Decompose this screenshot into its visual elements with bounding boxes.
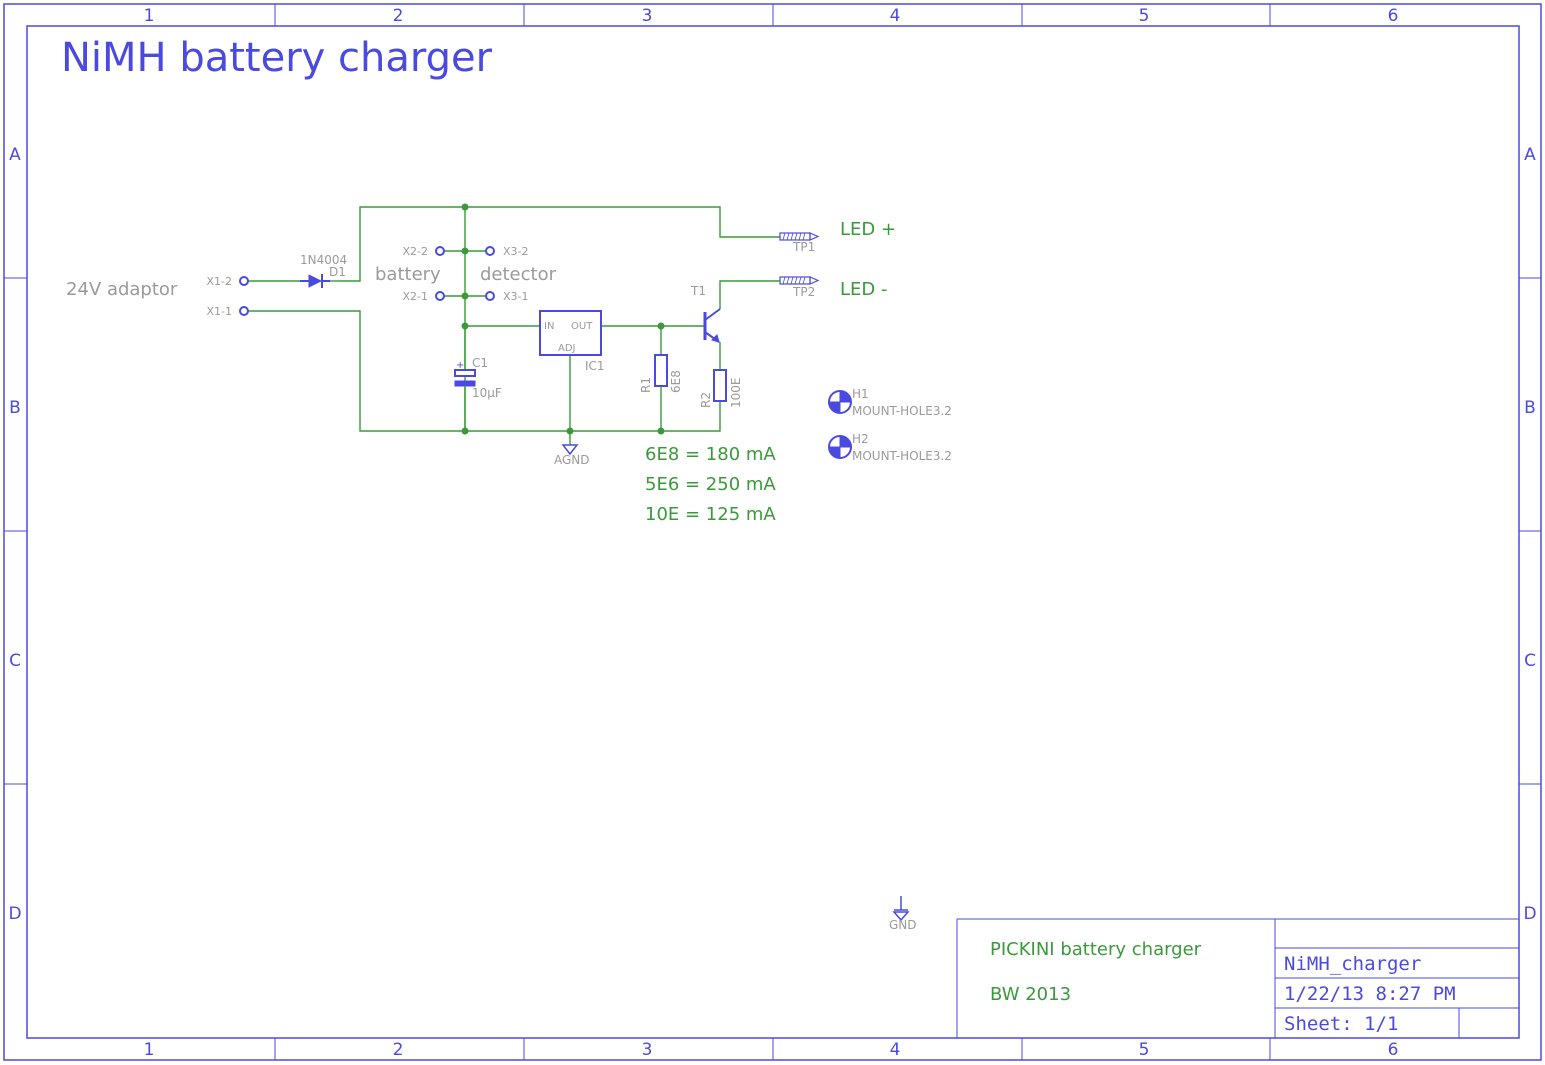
ic1-adj-pin-label: ADJ <box>558 343 576 354</box>
x3-1-pin-icon[interactable] <box>485 291 495 301</box>
c1-name-label: C1 <box>472 356 488 370</box>
title-block-filename: NiMH_charger <box>1284 953 1421 975</box>
ground-icon <box>892 911 910 922</box>
d1-name-label: D1 <box>329 265 346 279</box>
title-block: PICKINI battery charger BW 2013 NiMH_cha… <box>956 918 1519 1038</box>
ic1-out-pin-label: OUT <box>571 321 593 332</box>
capacitor-c1[interactable]: + C1 10µF <box>454 356 502 431</box>
col-label-top-3: 3 <box>642 6 653 26</box>
title-block-author: BW 2013 <box>990 984 1071 1005</box>
note-line: 6E8 = 180 mA <box>645 444 776 465</box>
col-label-bottom-2: 2 <box>393 1040 404 1060</box>
resistor-r1[interactable]: R1 6E8 <box>639 354 683 393</box>
x1-1-label: X1-1 <box>206 305 232 318</box>
col-label-top-5: 5 <box>1139 6 1150 26</box>
diode-d1[interactable]: 1N4004 D1 <box>300 253 347 288</box>
r1-value-label: 6E8 <box>669 370 683 393</box>
h2-value-label: MOUNT-HOLE3.2 <box>852 449 952 463</box>
agnd-symbol: AGND <box>554 444 590 467</box>
mount-hole-h1[interactable]: H1 MOUNT-HOLE3.2 <box>828 387 952 418</box>
agnd-label: AGND <box>554 453 590 467</box>
led-plus-label: LED + <box>840 219 896 240</box>
row-label-right-b: B <box>1524 398 1536 418</box>
gnd-symbol: GND <box>889 896 917 932</box>
row-label-right-d: D <box>1523 904 1536 924</box>
note-line: 10E = 125 mA <box>645 504 776 525</box>
mount-hole-h2[interactable]: H2 MOUNT-HOLE3.2 <box>828 432 952 463</box>
t1-name-label: T1 <box>690 284 706 298</box>
title-block-date: 1/22/13 8:27 PM <box>1284 983 1456 1005</box>
row-label-left-c: C <box>9 651 21 671</box>
x3-2-pin-icon[interactable] <box>485 246 495 256</box>
row-label-right-a: A <box>1524 145 1536 165</box>
h1-value-label: MOUNT-HOLE3.2 <box>852 404 952 418</box>
led-minus-label: LED - <box>840 279 887 300</box>
current-notes: 6E8 = 180 mA 5E6 = 250 mA 10E = 125 mA <box>645 444 776 525</box>
x1-2-label: X1-2 <box>206 275 232 288</box>
tp2-name-label: TP2 <box>792 285 815 299</box>
detector-label: detector <box>480 264 557 285</box>
col-label-bottom-6: 6 <box>1388 1040 1399 1060</box>
test-point-tp2[interactable]: TP2 <box>779 276 820 299</box>
title-block-project: PICKINI battery charger <box>990 939 1202 960</box>
gnd-label: GND <box>889 918 917 932</box>
ground-icon <box>561 444 579 456</box>
frame-row-labels: A B C D A B C D <box>8 145 1536 924</box>
wires <box>245 206 780 445</box>
resistor-r2[interactable]: R2 100E <box>699 369 743 409</box>
col-label-top-1: 1 <box>144 6 155 26</box>
resistor-icon <box>654 354 668 387</box>
x2-1-label: X2-1 <box>402 290 428 303</box>
col-label-bottom-5: 5 <box>1139 1040 1150 1060</box>
regulator-body <box>539 310 602 356</box>
tp1-name-label: TP1 <box>792 240 815 254</box>
connector-x3[interactable]: X3-2 X3-1 <box>485 245 529 303</box>
row-label-right-c: C <box>1524 651 1536 671</box>
connector-x2[interactable]: X2-2 X2-1 <box>402 245 445 303</box>
col-label-top-2: 2 <box>393 6 404 26</box>
r1-name-label: R1 <box>639 377 653 393</box>
resistor-icon <box>713 369 727 402</box>
col-label-bottom-1: 1 <box>144 1040 155 1060</box>
x2-1-pin-icon[interactable] <box>435 291 445 301</box>
h2-name-label: H2 <box>852 432 869 446</box>
battery-label: battery <box>375 264 441 285</box>
wire-junctions <box>461 203 665 435</box>
x3-1-label: X3-1 <box>503 290 529 303</box>
ic1-in-pin-label: IN <box>544 321 554 332</box>
regulator-ic1[interactable]: IN OUT ADJ IC1 <box>539 310 605 373</box>
ic1-name-label: IC1 <box>585 359 605 373</box>
x1-2-pin-icon[interactable] <box>239 276 249 286</box>
r2-name-label: R2 <box>699 392 713 408</box>
capacitor-icon <box>454 369 476 377</box>
col-label-top-4: 4 <box>890 6 901 26</box>
d1-value-label: 1N4004 <box>300 253 347 267</box>
row-label-left-b: B <box>9 398 21 418</box>
adaptor-label: 24V adaptor <box>66 279 178 300</box>
test-point-tp1[interactable]: TP1 <box>779 232 820 254</box>
x1-1-pin-icon[interactable] <box>239 306 249 316</box>
note-line: 5E6 = 250 mA <box>645 474 776 495</box>
frame-column-labels: 1 2 3 4 5 6 1 2 3 4 5 6 <box>144 6 1399 1060</box>
page-title: NiMH battery charger <box>61 35 493 81</box>
h1-name-label: H1 <box>852 387 869 401</box>
x2-2-pin-icon[interactable] <box>435 246 445 256</box>
x3-2-label: X3-2 <box>503 245 529 258</box>
drawing-frame <box>3 3 1542 1061</box>
row-label-left-a: A <box>9 145 21 165</box>
col-label-bottom-3: 3 <box>642 1040 653 1060</box>
col-label-bottom-4: 4 <box>890 1040 901 1060</box>
diode-icon <box>308 274 323 288</box>
col-label-top-6: 6 <box>1388 6 1399 26</box>
row-label-left-d: D <box>8 904 21 924</box>
c1-value-label: 10µF <box>472 386 502 400</box>
connector-x1[interactable]: X1-2 X1-1 <box>206 275 249 318</box>
capacitor-plus-icon: + <box>456 360 464 371</box>
r2-value-label: 100E <box>729 378 743 409</box>
title-block-sheet: Sheet: 1/1 <box>1284 1013 1398 1035</box>
transistor-t1[interactable]: T1 <box>690 284 721 343</box>
x2-2-label: X2-2 <box>402 245 428 258</box>
